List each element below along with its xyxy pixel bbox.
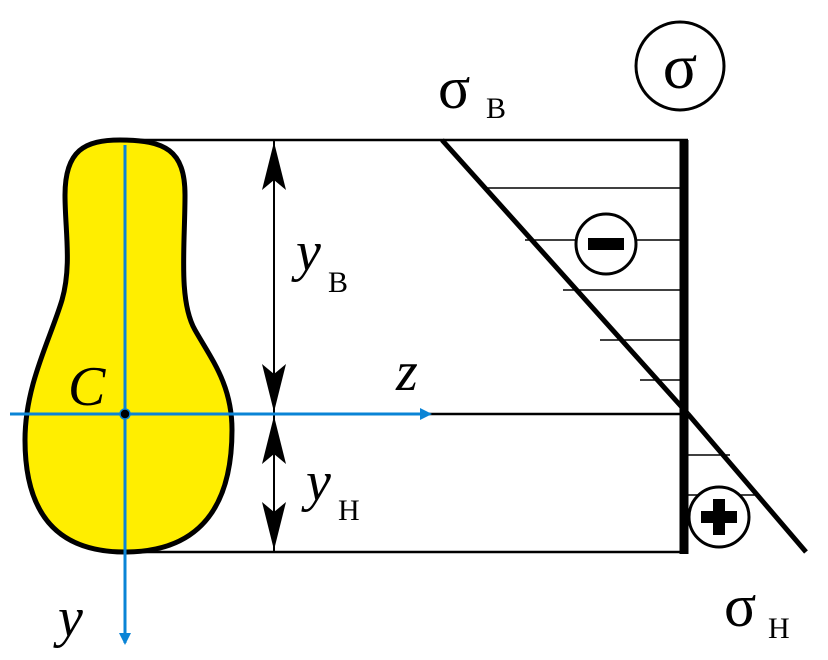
y-axis-label: y xyxy=(53,587,83,649)
centroid-label: C xyxy=(68,356,106,418)
minus-sign-icon xyxy=(574,212,638,276)
compression-diagonal xyxy=(440,138,690,416)
sigma-badge: σ xyxy=(634,20,726,112)
sigma-top-label: σ xyxy=(438,55,470,121)
y-bottom-label: y xyxy=(301,451,331,513)
tension-diagonal xyxy=(686,412,808,554)
y-top-label: y xyxy=(291,221,321,283)
sigma-badge-label: σ xyxy=(663,31,698,102)
sigma-bottom-label: σ xyxy=(724,573,756,639)
plus-sign-icon xyxy=(687,485,751,549)
y-top-subscript: B xyxy=(328,266,348,299)
z-axis-label: z xyxy=(395,341,418,403)
dimension-line xyxy=(262,140,286,552)
compression-hatching xyxy=(485,187,688,381)
cross-section-shape xyxy=(22,137,235,555)
y-bottom-subscript: H xyxy=(338,494,360,527)
sigma-bottom-subscript: H xyxy=(768,612,790,645)
sigma-top-subscript: B xyxy=(486,92,506,125)
centroid-point xyxy=(119,408,131,420)
